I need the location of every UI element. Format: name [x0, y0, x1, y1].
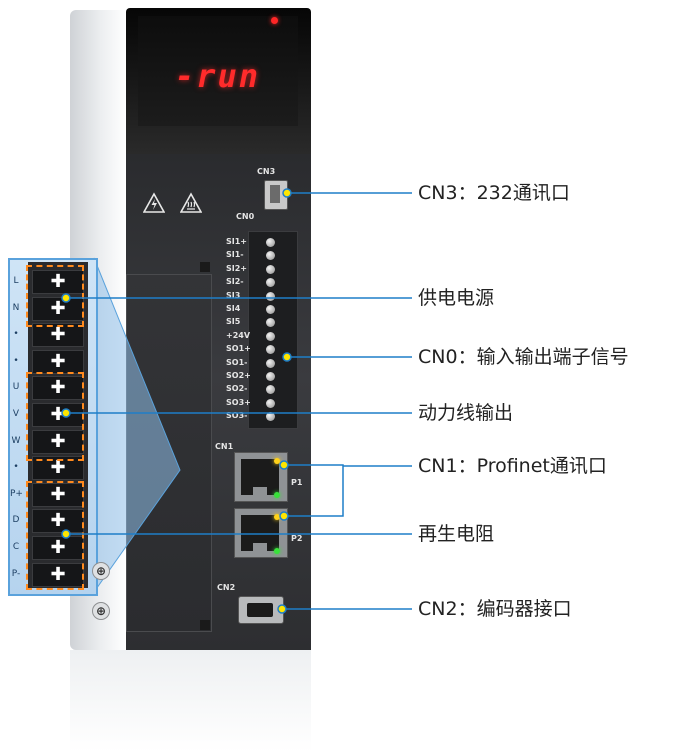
cn0-pin-label: SO1+ [226, 344, 251, 353]
terminal-label: N [12, 303, 20, 313]
p1-label: P1 [291, 478, 303, 487]
cn0-pin-icon [266, 292, 275, 301]
callout-motor-output: 动力线输出 [418, 402, 514, 424]
cn0-pin-icon [266, 345, 275, 354]
terminal-screw-icon: ✚ [32, 297, 84, 321]
cn0-pin-icon [266, 318, 275, 327]
cn0-pin-icon [266, 278, 275, 287]
callout-cn1: CN1：Profinet通讯口 [418, 455, 607, 477]
ground-screw-icon: ⊕ [92, 562, 110, 580]
cn0-pin-label: SO2+ [226, 371, 251, 380]
terminal-screw-icon: ✚ [32, 376, 84, 400]
power-supply-terminal-group [26, 265, 84, 327]
cn0-pin-icon [266, 332, 275, 341]
cn0-io-terminal-block [248, 231, 298, 429]
callout-power-supply: 供电电源 [418, 287, 495, 309]
cn0-pin-label: SO3+ [226, 398, 251, 407]
cn0-pin-label: SO2- [226, 384, 248, 393]
terminal-screw-icon: ✚ [32, 509, 84, 533]
cn0-port-label: CN0 [236, 212, 255, 221]
terminal-label: • [13, 356, 19, 366]
cover-slot-top [200, 262, 210, 272]
cn0-pin-icon [266, 412, 275, 421]
terminal-label: P- [11, 569, 21, 579]
hot-surface-warning-icon [179, 192, 203, 214]
drive-base [70, 650, 311, 752]
cn3-port-label: CN3 [257, 167, 276, 176]
cn0-pin-label: SI1- [226, 250, 244, 259]
cn0-pin-icon [266, 372, 275, 381]
cover-slot-bottom [200, 620, 210, 630]
terminal-label: C [12, 542, 20, 552]
ground-screw-icon: ⊕ [92, 602, 110, 620]
cn0-pin-label: SI2- [226, 277, 244, 286]
cn0-pin-icon [266, 385, 275, 394]
cn0-pin-label: SI3 [226, 291, 241, 300]
cn0-pin-icon [266, 359, 275, 368]
terminal-screw-icon: ✚ [32, 430, 84, 454]
callout-line-cn1-bracket [284, 464, 344, 517]
terminal-label: W [11, 436, 21, 446]
cn0-pin-label: SI2+ [226, 264, 248, 273]
motor-output-terminal-group [26, 372, 84, 461]
terminal-screw-icon: ✚ [32, 323, 84, 347]
cn0-pin-icon [266, 238, 275, 247]
terminal-screw-icon: ✚ [32, 270, 84, 294]
callout-cn0: CN0：输入输出端子信号 [418, 346, 629, 368]
terminal-screw-icon: ✚ [32, 483, 84, 507]
regen-resistor-terminal-group [26, 481, 84, 590]
cn0-pin-icon [266, 305, 275, 314]
callout-cn2: CN2：编码器接口 [418, 598, 572, 620]
cn2-encoder-port [238, 596, 284, 624]
status-led-icon [271, 17, 278, 24]
cn0-pin-label: SI4 [226, 304, 241, 313]
led-display-text: -run [175, 57, 261, 95]
terminal-label: D [12, 515, 20, 525]
p1-link-led-icon [274, 458, 280, 464]
terminal-label: V [12, 409, 20, 419]
cn0-pin-label: SO3- [226, 411, 248, 420]
terminal-label: L [13, 276, 19, 286]
p2-label: P2 [291, 534, 303, 543]
cn2-port-label: CN2 [217, 583, 236, 592]
cn0-pin-label: +24V [226, 331, 251, 340]
cn0-pin-label: SO1- [226, 358, 248, 367]
terminal-label: • [13, 329, 19, 339]
terminal-label: • [13, 462, 19, 472]
terminal-label: P+ [10, 489, 23, 499]
electric-shock-warning-icon [142, 192, 166, 214]
p1-activity-led-icon [274, 492, 280, 498]
p2-link-led-icon [274, 514, 280, 520]
cn0-pin-icon [266, 265, 275, 274]
callout-regen-resistor: 再生电阻 [418, 523, 495, 545]
cn1-port-label: CN1 [215, 442, 234, 451]
cn0-pin-icon [266, 251, 275, 260]
cn0-pin-label: SI5 [226, 317, 241, 326]
p2-activity-led-icon [274, 548, 280, 554]
cn0-pin-label: SI1+ [226, 237, 248, 246]
cn0-pin-icon [266, 399, 275, 408]
display-window [138, 16, 298, 126]
terminal-screw-icon: ✚ [32, 403, 84, 427]
terminal-label: U [12, 382, 20, 392]
callout-cn3: CN3：232通讯口 [418, 182, 570, 204]
terminal-screw-icon: ✚ [32, 536, 84, 560]
